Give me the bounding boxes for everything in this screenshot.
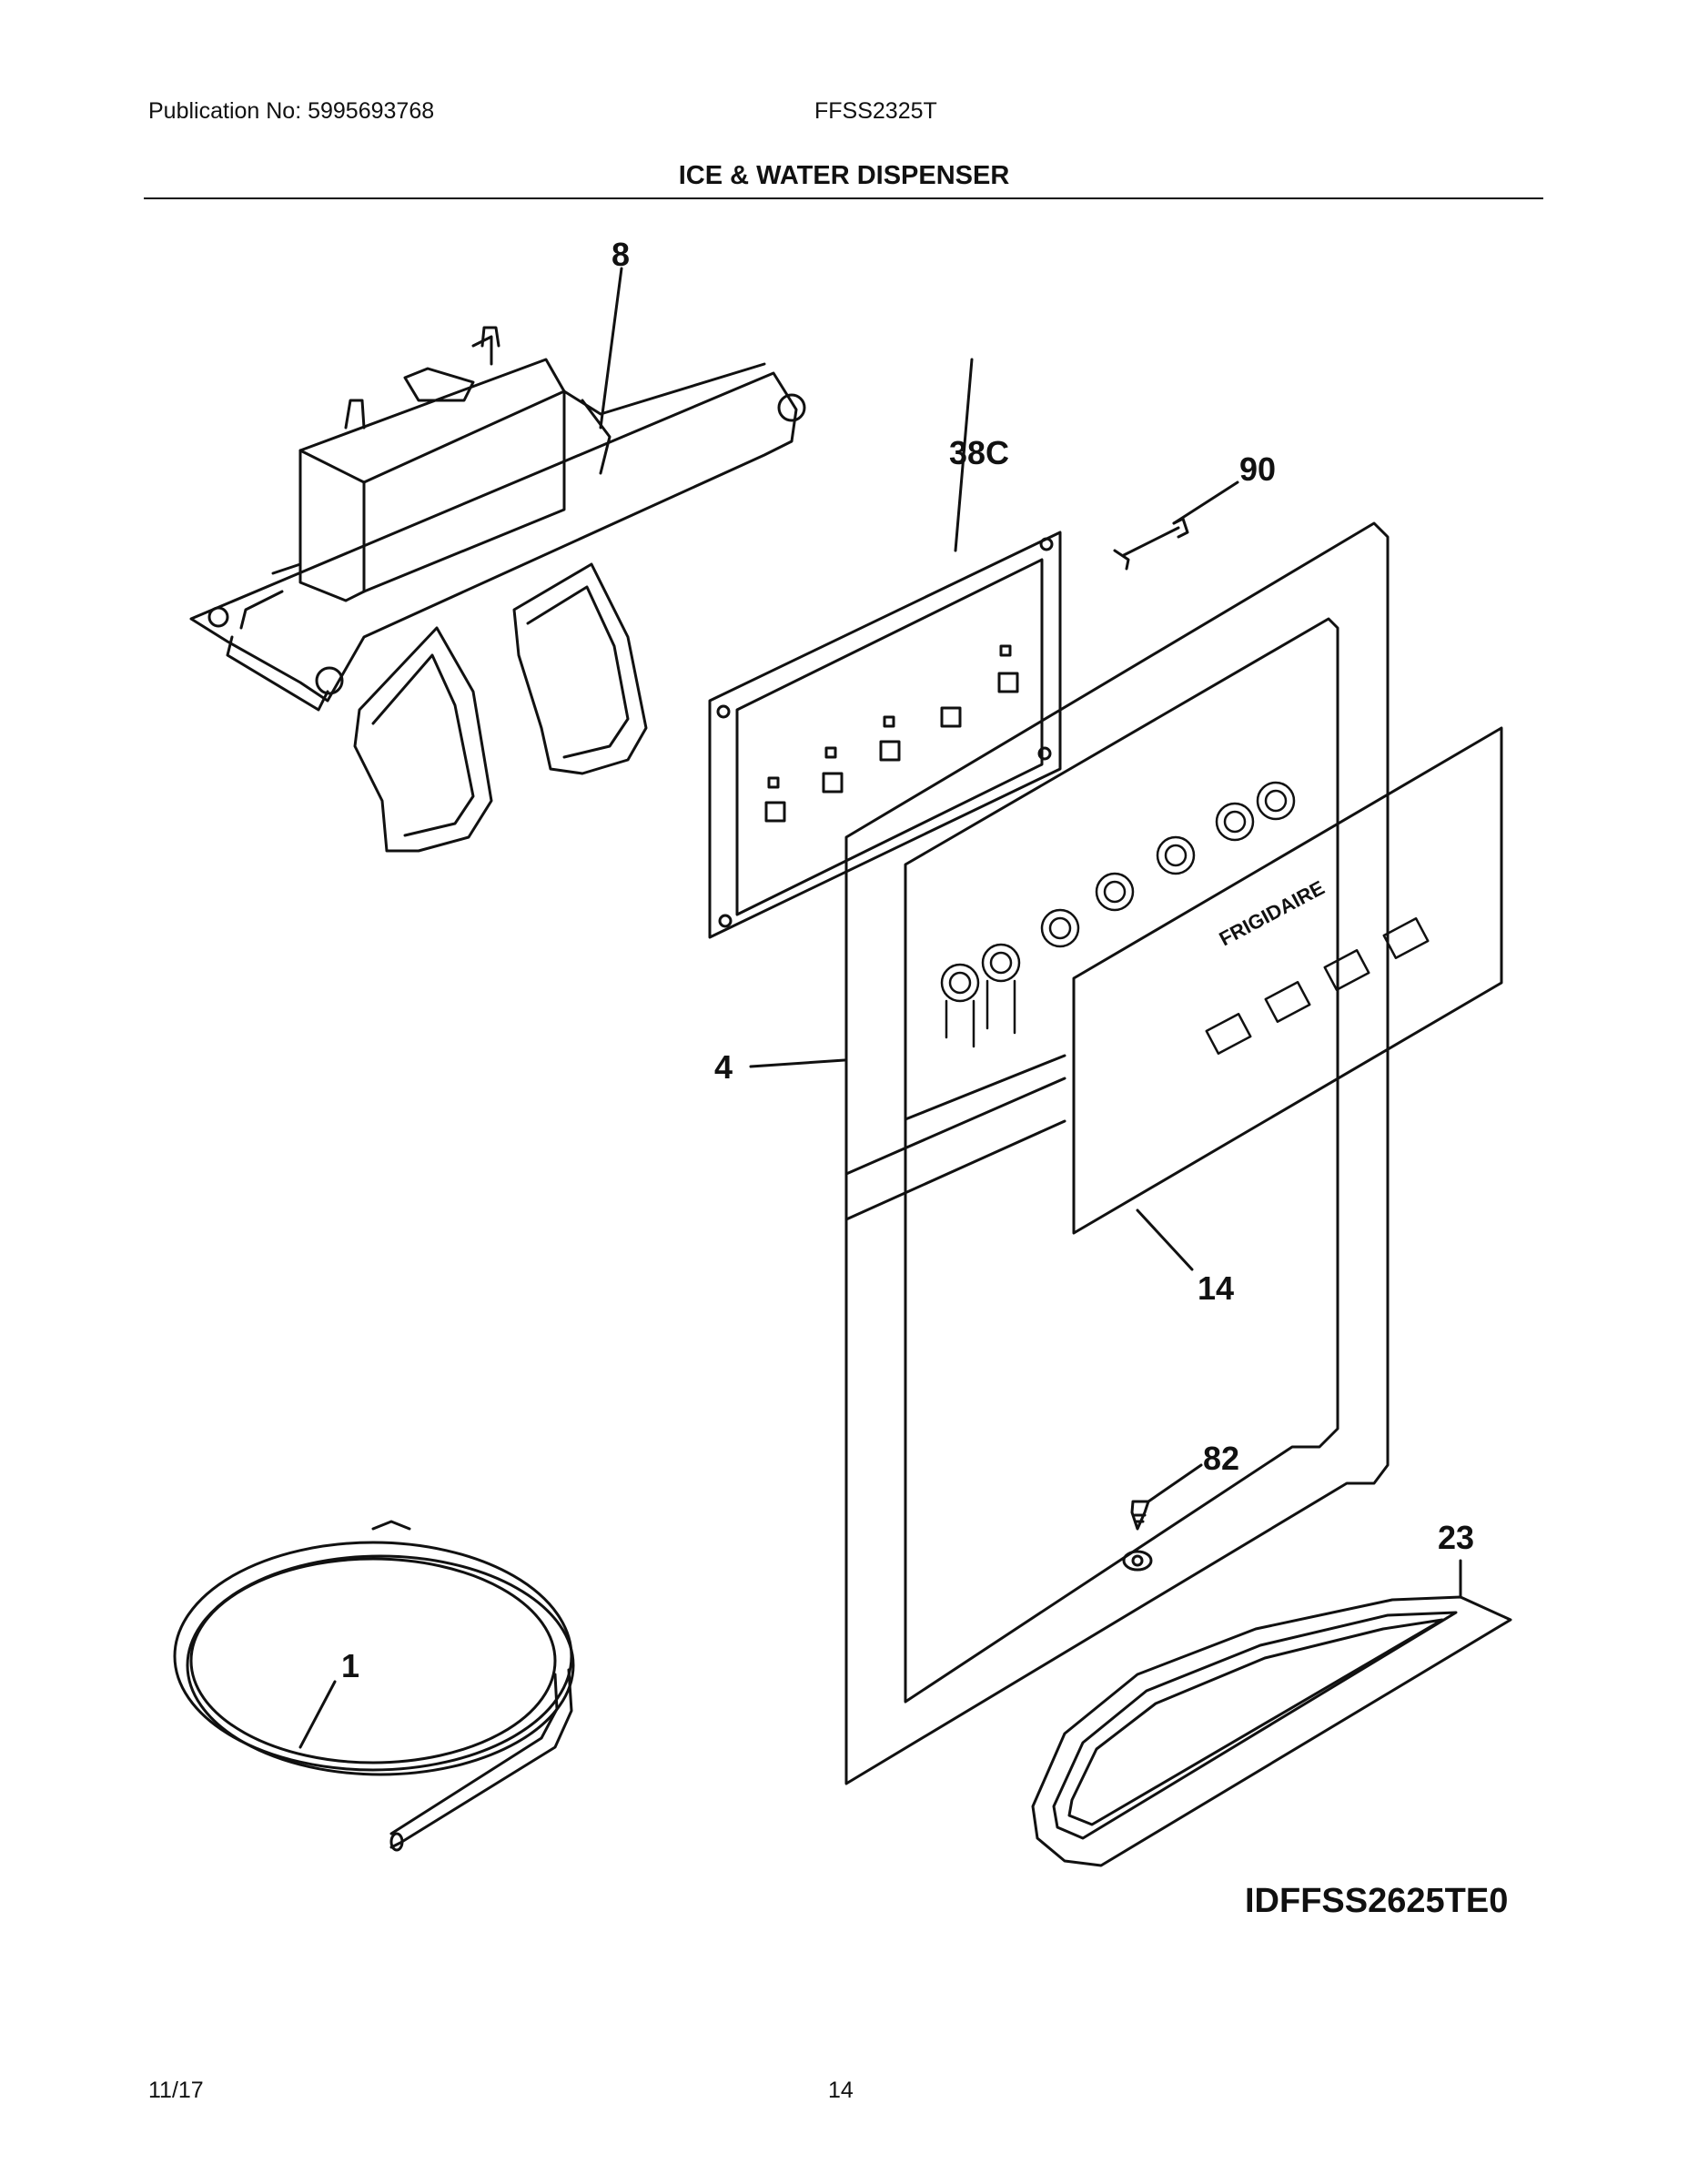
- callout-8: 8: [612, 236, 630, 273]
- pin-part-90: [1113, 517, 1189, 571]
- control-board-part-38C: [708, 531, 1062, 939]
- panel-logo: FRIGIDAIRE: [1216, 876, 1329, 951]
- overlay-label-part-14: FRIGIDAIRE: [1072, 726, 1503, 1235]
- page-title: ICE & WATER DISPENSER: [678, 161, 1010, 190]
- model-number: FFSS2325T: [814, 98, 937, 124]
- callout-38C: 38C: [949, 434, 1009, 471]
- dispenser-frame-part-4: [844, 521, 1390, 1785]
- callout-90: 90: [1239, 450, 1276, 488]
- actuator-assembly-part-8: [189, 326, 806, 853]
- callout-4: 4: [714, 1048, 733, 1086]
- water-tube-part-1: [173, 1520, 575, 1852]
- header-rule: [144, 197, 1543, 199]
- drip-tray-part-23: [1031, 1595, 1512, 1867]
- screw-part-82: [1130, 1500, 1150, 1531]
- callout-82: 82: [1203, 1440, 1239, 1477]
- leader-lines: [298, 267, 1462, 1749]
- footer-date: 11/17: [148, 2078, 204, 2103]
- callout-1: 1: [341, 1647, 359, 1684]
- page-number: 14: [828, 2078, 854, 2103]
- publication-number: Publication No: 5995693768: [148, 98, 435, 124]
- drawing-id: IDFFSS2625TE0: [1245, 1882, 1509, 1920]
- callout-23: 23: [1438, 1519, 1474, 1556]
- callout-14: 14: [1198, 1269, 1234, 1307]
